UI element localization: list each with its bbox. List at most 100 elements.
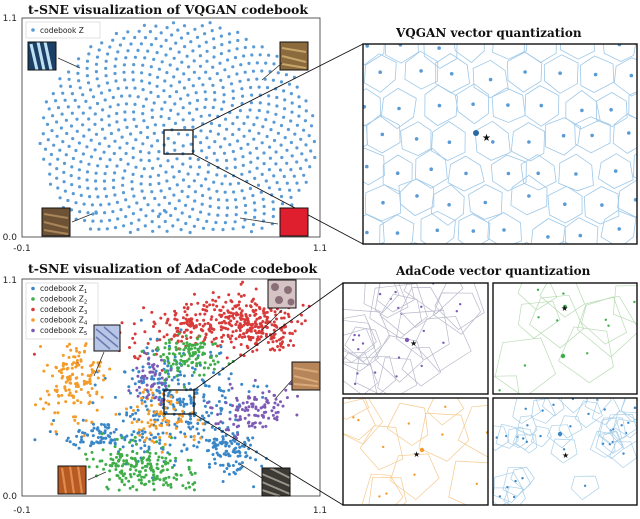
scatter-point xyxy=(140,401,144,405)
scatter-point xyxy=(268,156,272,160)
voronoi-cell xyxy=(530,425,552,448)
scatter-point xyxy=(184,486,188,490)
scatter-point xyxy=(57,369,61,373)
voronoi-cell xyxy=(379,242,385,244)
scatter-point xyxy=(293,132,297,136)
scatter-point xyxy=(89,45,93,49)
scatter-point xyxy=(177,382,180,386)
scatter-point xyxy=(222,151,227,155)
scatter-point xyxy=(56,393,60,397)
scatter-point xyxy=(99,91,104,95)
scatter-point xyxy=(187,382,191,385)
scatter-point xyxy=(190,344,194,347)
scatter-point xyxy=(278,187,282,191)
voronoi-cell xyxy=(609,418,637,450)
scatter-point xyxy=(88,377,92,381)
scatter-point xyxy=(212,37,216,41)
scatter-point xyxy=(204,177,208,181)
scatter-point xyxy=(274,150,278,154)
scatter-point xyxy=(42,369,46,373)
scatter-point xyxy=(181,316,185,320)
voronoi-cell xyxy=(415,147,448,189)
voronoi-cell xyxy=(364,184,402,222)
scatter-point xyxy=(71,373,74,377)
scatter-point xyxy=(252,384,256,388)
scatter-point xyxy=(203,32,207,36)
scatter-point xyxy=(213,457,217,461)
scatter-point xyxy=(195,427,199,431)
voronoi-cell xyxy=(380,87,417,130)
scatter-point xyxy=(142,196,146,200)
scatter-point xyxy=(115,455,118,459)
scatter-point xyxy=(189,414,192,418)
scatter-point xyxy=(113,64,117,68)
scatter-point xyxy=(201,324,205,328)
scatter-point xyxy=(88,227,93,231)
scatter-point xyxy=(179,403,183,407)
scatter-point xyxy=(253,425,257,429)
scatter-point xyxy=(103,98,107,102)
scatter-point xyxy=(574,172,578,176)
scatter-point xyxy=(71,137,75,141)
scatter-point xyxy=(103,436,107,440)
scatter-point xyxy=(229,82,234,86)
scatter-point xyxy=(193,350,197,354)
scatter-point xyxy=(282,174,286,179)
scatter-point xyxy=(275,339,279,343)
scatter-point xyxy=(127,389,131,393)
scatter-point xyxy=(166,364,170,368)
scatter-point xyxy=(220,321,224,325)
scatter-point xyxy=(211,441,215,445)
voronoi-cell xyxy=(398,178,435,217)
scatter-point xyxy=(134,411,138,415)
scatter-point xyxy=(382,445,385,449)
scatter-point xyxy=(169,483,173,486)
scatter-point xyxy=(79,388,83,391)
scatter-point xyxy=(395,375,398,378)
voronoi-cell xyxy=(418,412,470,462)
scatter-point xyxy=(66,198,70,203)
scatter-point xyxy=(156,364,159,368)
scatter-point xyxy=(180,449,184,453)
scatter-point xyxy=(146,462,150,466)
scatter-point xyxy=(267,53,271,57)
scatter-point xyxy=(174,456,178,460)
scatter-point xyxy=(373,371,377,374)
scatter-point xyxy=(158,438,162,442)
scatter-point xyxy=(249,329,253,333)
scatter-point xyxy=(146,203,150,207)
scatter-point xyxy=(189,401,193,405)
scatter-point xyxy=(289,140,293,145)
scatter-point xyxy=(202,428,206,432)
scatter-point xyxy=(155,84,159,88)
scatter-point xyxy=(200,24,204,28)
scatter-point xyxy=(254,312,258,316)
scatter-point xyxy=(151,478,155,482)
scatter-point xyxy=(176,369,180,373)
scatter-point xyxy=(68,374,72,378)
scatter-point xyxy=(108,45,112,49)
scatter-point xyxy=(183,402,186,406)
scatter-point xyxy=(95,77,99,81)
scatter-point xyxy=(231,464,235,467)
scatter-point xyxy=(79,193,83,197)
scatter-point xyxy=(283,311,287,315)
scatter-point xyxy=(212,367,216,371)
voronoi-cell xyxy=(578,0,613,34)
scatter-point xyxy=(131,78,135,82)
scatter-point xyxy=(55,384,58,388)
scatter-point xyxy=(86,380,90,384)
scatter-point xyxy=(243,318,247,322)
scatter-point xyxy=(177,132,181,136)
scatter-point xyxy=(251,322,255,326)
scatter-point xyxy=(196,172,200,176)
scatter-point xyxy=(83,381,87,385)
scatter-point xyxy=(181,409,185,413)
scatter-point xyxy=(168,435,171,439)
scatter-point xyxy=(228,323,232,326)
scatter-point xyxy=(142,167,146,171)
scatter-point xyxy=(228,182,232,186)
scatter-point xyxy=(74,382,77,386)
scatter-point xyxy=(181,414,184,418)
scatter-point xyxy=(133,55,137,59)
